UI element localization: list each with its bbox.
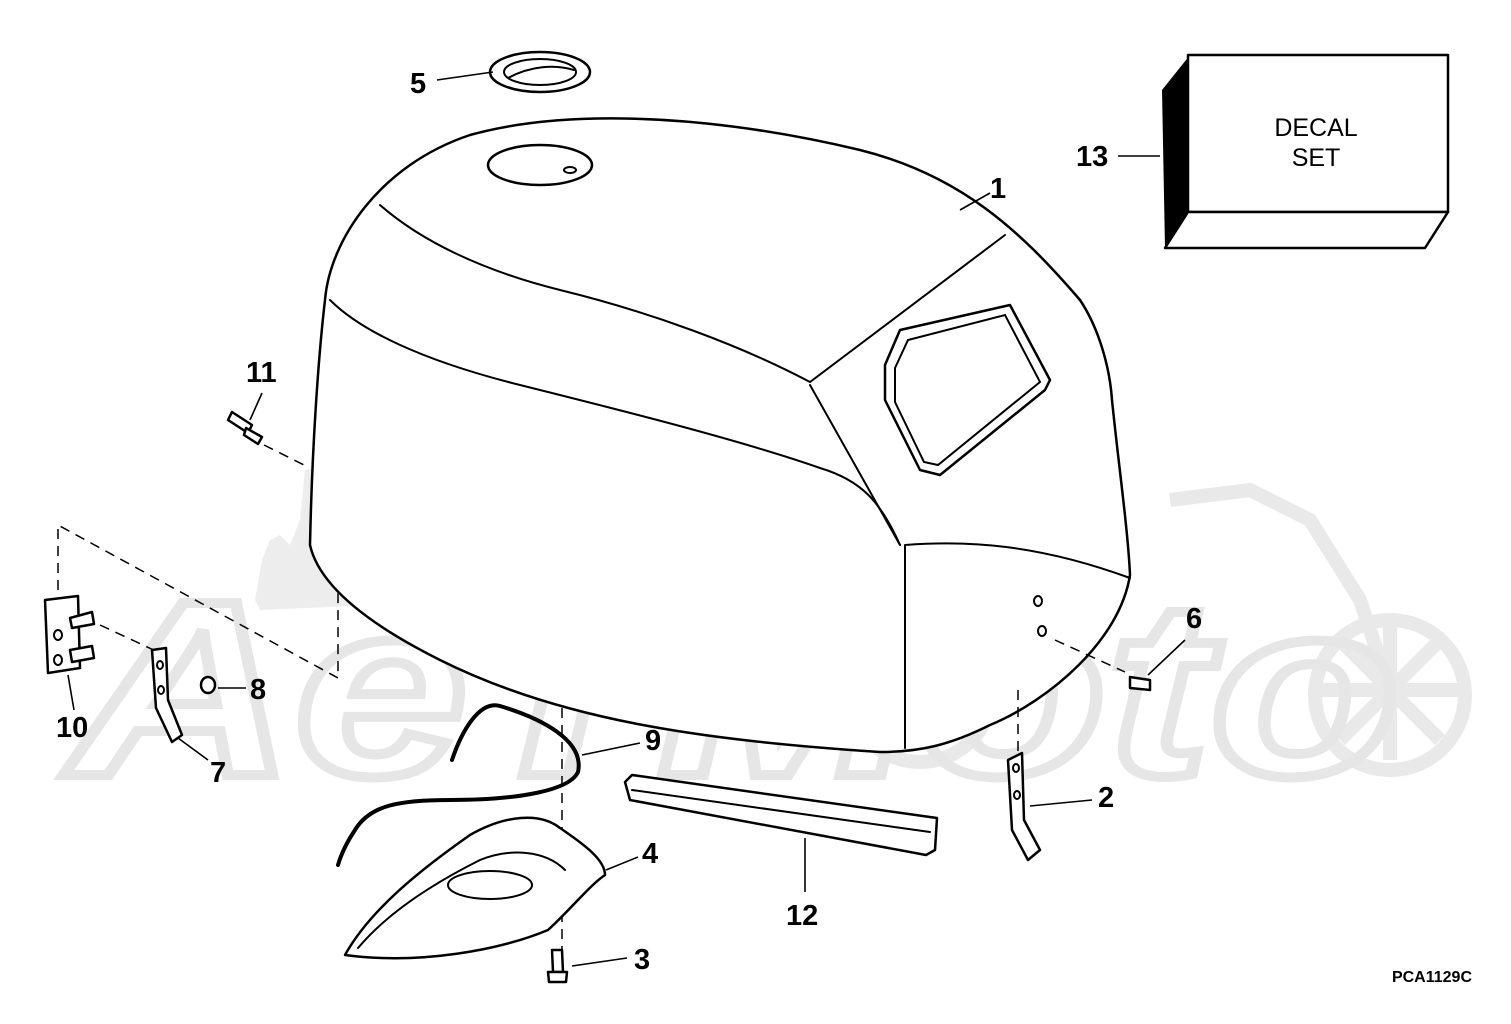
cowl-side-line [904,542,1131,749]
callout-11: 11 [246,357,277,389]
callout-13: 13 [1076,141,1108,173]
cowl-upper-crease [379,204,1006,546]
screw-part-11 [226,392,309,468]
diagram-code: PCA1129C [1392,969,1472,986]
bracket-plate-part-10 [43,523,339,711]
callout-8: 8 [250,674,266,706]
cap-vent-hole [563,166,577,174]
bolt-part-3 [546,948,628,984]
callout-5: 5 [410,68,426,100]
callout-7: 7 [210,757,226,789]
cowl-window-inner [894,313,1042,467]
cowl-hole-b [1037,625,1047,637]
leader-part-1 [959,192,991,211]
latch-part-2 [1006,690,1093,862]
callout-1: 1 [990,173,1006,205]
cowl-outline [308,117,1132,754]
emblem-part-5 [436,50,592,94]
decal-label-line1: DECAL [1274,114,1357,142]
callout-3: 3 [634,944,650,976]
callout-9: 9 [645,725,661,757]
rubber-strip-part-12 [623,773,939,892]
cowl-top-seam [329,299,901,546]
cowl-hole-a [1033,595,1043,607]
engine-cover-part-1 [308,117,1132,754]
latch-bracket-part-7 [150,646,209,761]
callout-4: 4 [642,838,658,870]
callout-6: 6 [1186,603,1202,635]
decal-label-line2: SET [1292,144,1341,172]
callout-2: 2 [1098,782,1114,814]
callout-labels: 1 2 3 4 5 6 7 8 9 10 11 12 13 [56,68,1202,976]
cowl-window-outer [883,303,1052,477]
watermark-spokes-icon [1320,620,1460,760]
lower-gasket-part-4 [343,816,639,960]
decal-set-part-13 [1118,53,1450,250]
nut-part-8 [199,675,246,695]
pin-part-6 [1054,639,1186,692]
callout-12: 12 [786,900,818,932]
callout-10: 10 [56,712,88,744]
watermark-frame-icon [1169,482,1397,693]
fuel-cap-recess [486,143,594,187]
